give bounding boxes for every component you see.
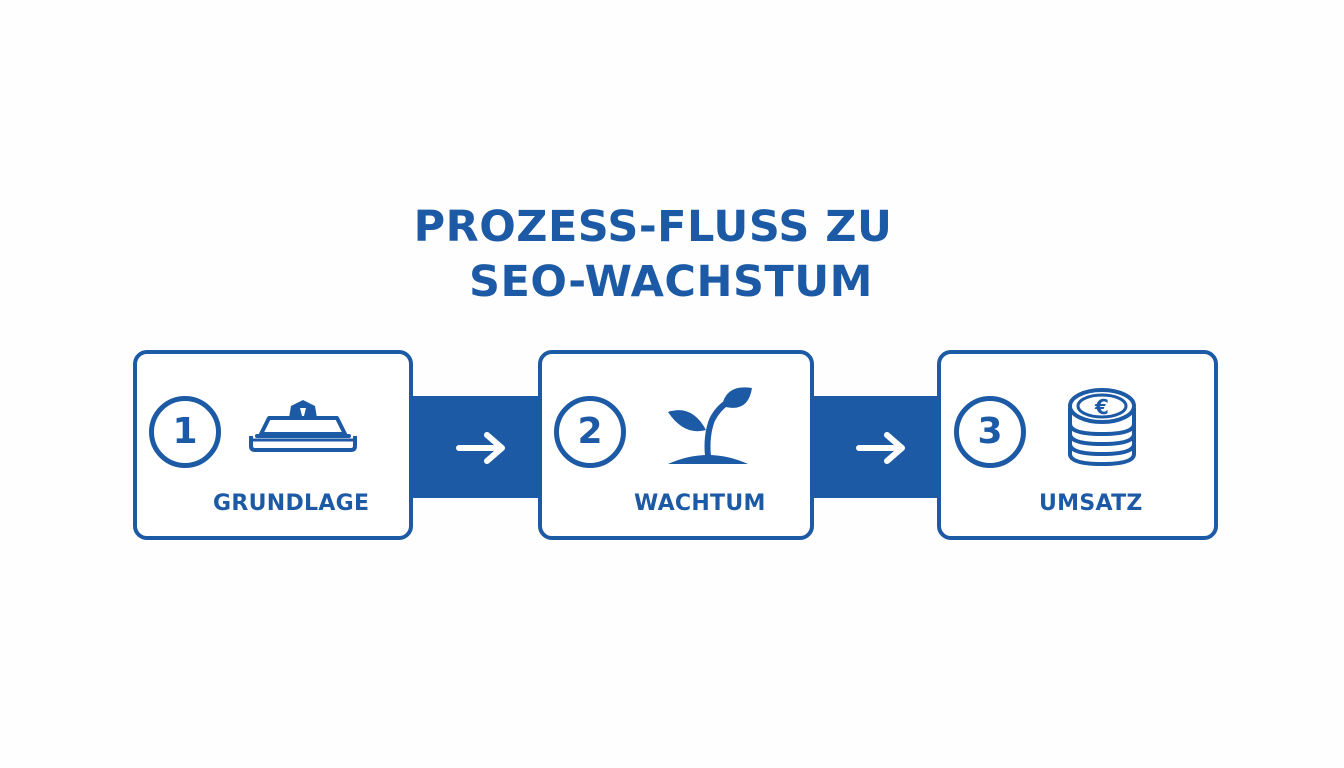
foundation-icon bbox=[249, 400, 357, 452]
euro-coins-icon: € bbox=[1068, 388, 1136, 467]
diagram-title: PROZESS-FLUSS ZU SEO-WACHSTUM bbox=[0, 200, 1306, 310]
step-number-badge: 1 bbox=[149, 396, 221, 468]
step-number-badge: 2 bbox=[554, 396, 626, 468]
arrow-right-icon bbox=[456, 432, 505, 464]
title-line-1: PROZESS-FLUSS ZU bbox=[413, 202, 893, 252]
step-label: GRUNDLAGE bbox=[213, 491, 370, 516]
step-card-wachtum: 2 WACHTUM bbox=[538, 350, 814, 540]
step-label: WACHTUM bbox=[634, 491, 766, 516]
step-label: UMSATZ bbox=[1039, 491, 1143, 516]
step-card-umsatz: 3 € UMSATZ bbox=[937, 350, 1218, 540]
title-line-2: SEO-WACHSTUM bbox=[469, 257, 873, 307]
svg-text:€: € bbox=[1094, 395, 1109, 419]
sprout-icon bbox=[668, 387, 752, 464]
step-card-grundlage: 1 GRUNDLAGE bbox=[133, 350, 413, 540]
arrow-right-icon bbox=[856, 432, 905, 464]
step-number-badge: 3 bbox=[954, 396, 1026, 468]
